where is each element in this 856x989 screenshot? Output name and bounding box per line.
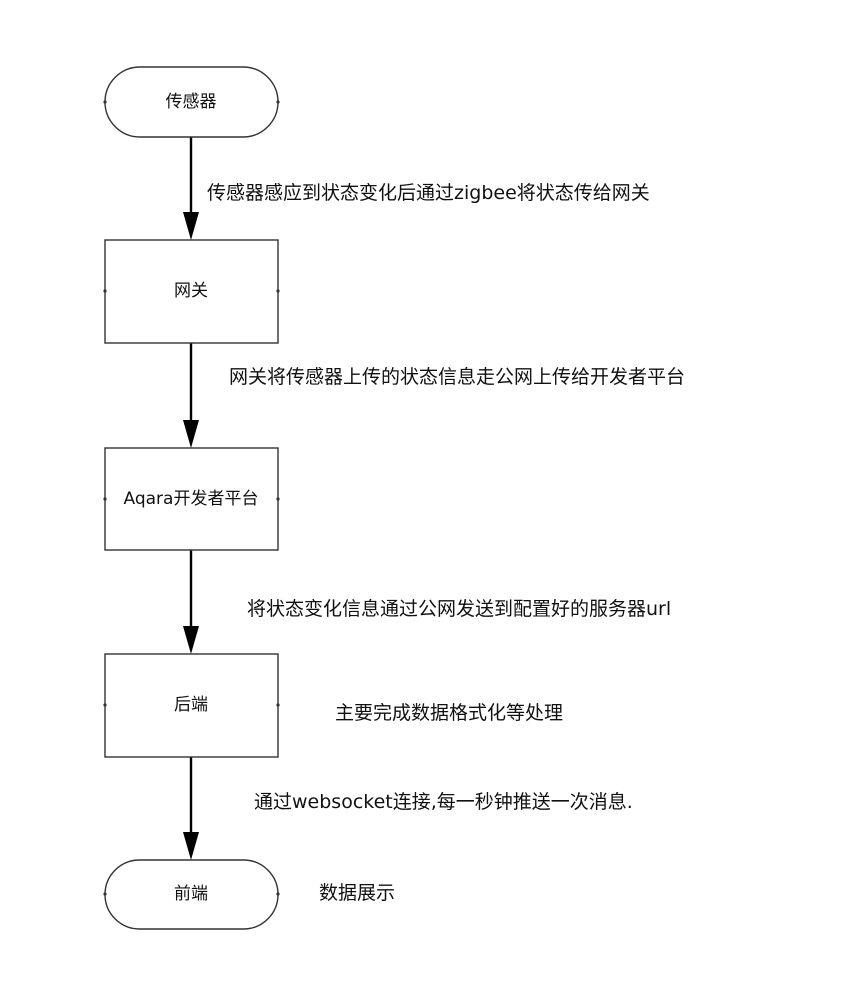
port-dot (103, 703, 107, 707)
annotation-frontend: 数据展示 (319, 882, 395, 904)
node-frontend: 前端 (103, 859, 280, 930)
edge-label: 将状态变化信息通过公网发送到配置好的服务器url (247, 598, 671, 620)
node-label: 前端 (174, 884, 208, 904)
edge-platform-backend: 将状态变化信息通过公网发送到配置好的服务器url (183, 550, 671, 654)
port-dot (276, 703, 280, 707)
arrowhead (183, 212, 199, 240)
node-sensor: 传感器 (103, 66, 280, 138)
port-dot (103, 892, 107, 896)
process-shape (104, 653, 279, 758)
arrowhead (183, 832, 199, 860)
arrowhead (183, 626, 199, 654)
edge-sensor-gateway: 传感器感应到状态变化后通过zigbee将状态传给网关 (183, 137, 650, 240)
edge-backend-frontend: 通过websocket连接,每一秒钟推送一次消息. (183, 757, 633, 860)
node-platform: Aqara开发者平台 (103, 447, 280, 551)
node-label: 传感器 (166, 92, 217, 112)
arrowhead (183, 420, 199, 448)
port-dot (103, 100, 107, 104)
port-dot (103, 497, 107, 501)
edge-gateway-platform: 网关将传感器上传的状态信息走公网上传给开发者平台 (183, 343, 685, 448)
node-gateway: 网关 (103, 239, 280, 344)
edge-label: 网关将传感器上传的状态信息走公网上传给开发者平台 (229, 366, 685, 388)
edge-label: 传感器感应到状态变化后通过zigbee将状态传给网关 (207, 182, 650, 204)
port-dot (103, 289, 107, 293)
port-dot (276, 100, 280, 104)
node-backend: 后端 (103, 653, 280, 758)
port-dot (276, 497, 280, 501)
node-label: 网关 (174, 281, 208, 301)
process-shape (104, 447, 279, 551)
node-label: Aqara开发者平台 (124, 489, 259, 509)
edge-label: 通过websocket连接,每一秒钟推送一次消息. (254, 791, 633, 813)
port-dot (276, 892, 280, 896)
node-label: 后端 (174, 695, 208, 715)
annotation-backend: 主要完成数据格式化等处理 (335, 702, 563, 724)
port-dot (276, 289, 280, 293)
